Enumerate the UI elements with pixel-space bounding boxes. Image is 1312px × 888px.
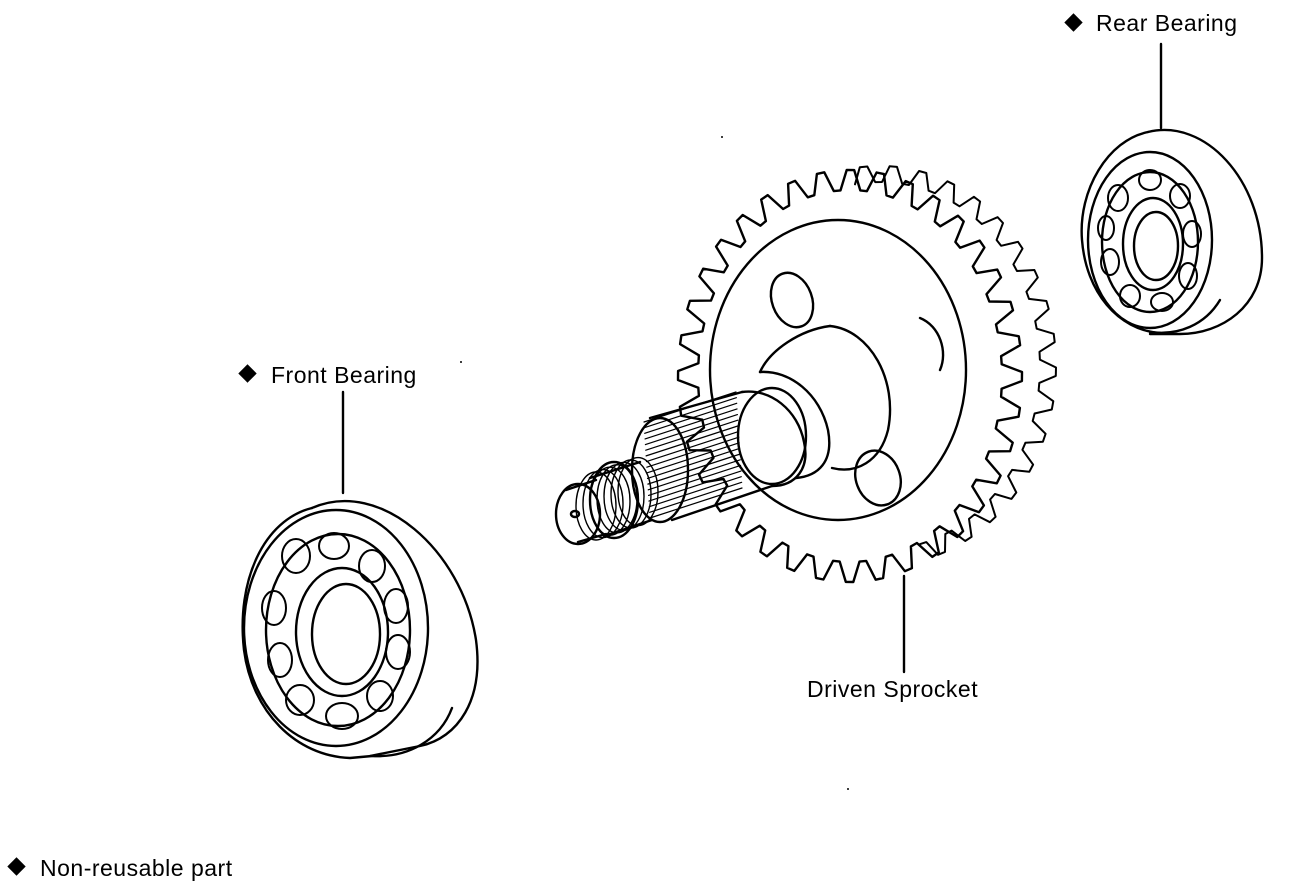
sprocket-hole [769,271,815,329]
spline-line [643,397,737,429]
legend-text: Non-reusable part [40,855,233,881]
spline-line [649,487,743,519]
thread-ring [596,464,638,534]
thread-ring [589,466,631,536]
spline-line [644,413,739,446]
sprocket-web [708,218,968,522]
front-bearing-label: Front Bearing [271,362,417,388]
rear-bearing-drawing [1080,128,1264,336]
spline-line [644,408,738,440]
spline-line [646,447,741,480]
spline-line [647,459,741,491]
sprocket-gear-teeth [676,168,1024,584]
driven-sprocket-label: Driven Sprocket [807,676,979,702]
spline-line [643,391,737,423]
spline-line [644,402,738,434]
spline-line [648,476,742,508]
sprocket-gear-back-teeth [854,165,1057,556]
spline-line [649,481,743,513]
sprocket-hole [854,449,902,507]
thread-ring [617,456,659,527]
spline-line [646,436,740,468]
driven-sprocket-drawing [554,165,1057,584]
sprocket-hole [918,316,945,372]
spline-line [647,453,741,485]
spline-line [647,464,742,497]
front-bearing-drawing [241,499,479,760]
spline-line [645,419,739,451]
rear-bearing-label: Rear Bearing [1096,10,1238,36]
scan-specks [460,136,849,790]
spline-line [648,470,742,502]
spline-line [645,430,740,463]
spline-line [645,425,739,457]
spline-line [646,442,740,474]
